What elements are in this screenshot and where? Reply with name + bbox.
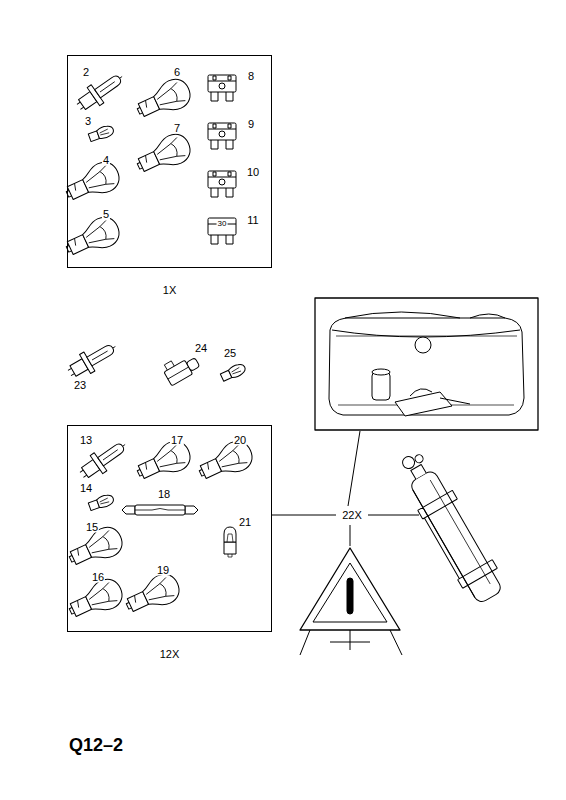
callout-number: 2 bbox=[82, 67, 90, 78]
quantity-label: 1X bbox=[162, 285, 177, 296]
halogen-bulb bbox=[64, 337, 121, 383]
blade-fuse bbox=[208, 75, 236, 101]
parts-box: 1X bbox=[67, 55, 272, 268]
wedge-bulb bbox=[88, 493, 115, 512]
warning-triangle bbox=[300, 548, 402, 655]
halogen-bulb bbox=[72, 68, 128, 116]
callout-number: 5 bbox=[102, 209, 110, 220]
small-bulb bbox=[224, 527, 236, 557]
callout-number: 4 bbox=[102, 155, 110, 166]
kit-box bbox=[315, 298, 538, 430]
callout-number: 10 bbox=[246, 167, 260, 178]
quantity-label: 22X bbox=[341, 510, 363, 521]
leader-line bbox=[368, 515, 419, 516]
callout-number: 16 bbox=[91, 572, 105, 583]
callout-number: 8 bbox=[247, 71, 255, 82]
bulb bbox=[61, 158, 124, 208]
bulb bbox=[61, 213, 124, 263]
quantity-label: 12X bbox=[159, 649, 181, 660]
fuse-rating: 30 bbox=[217, 220, 228, 228]
callout-number: 3 bbox=[84, 116, 92, 127]
callout-number: 18 bbox=[157, 489, 171, 500]
callout-number: 9 bbox=[247, 119, 255, 130]
bulb bbox=[132, 75, 195, 125]
callout-number: 14 bbox=[79, 483, 93, 494]
blade-fuse bbox=[208, 123, 236, 149]
callout-number: 24 bbox=[194, 343, 208, 354]
drawing bbox=[61, 68, 538, 655]
callout-number: 20 bbox=[233, 435, 247, 446]
callout-number: 25 bbox=[223, 348, 237, 359]
wedge-bulb bbox=[220, 362, 247, 383]
fire-extinguisher bbox=[392, 445, 509, 607]
bulb bbox=[194, 437, 257, 487]
callout-number: 7 bbox=[173, 123, 181, 134]
bulb bbox=[132, 437, 195, 487]
callout-number: 19 bbox=[156, 565, 170, 576]
callout-number: 11 bbox=[246, 215, 259, 226]
callout-number: 21 bbox=[238, 517, 252, 528]
callout-number: 15 bbox=[85, 522, 99, 533]
page-code: Q12–2 bbox=[68, 736, 124, 754]
blade-fuse bbox=[208, 218, 236, 244]
leader-line bbox=[350, 525, 351, 546]
wedge-bulb bbox=[88, 124, 115, 143]
leader-line bbox=[272, 515, 336, 516]
bulb bbox=[121, 570, 184, 620]
callout-number: 6 bbox=[173, 67, 181, 78]
bulb bbox=[132, 130, 195, 180]
callout-number: 23 bbox=[73, 380, 87, 391]
blade-fuse bbox=[208, 171, 236, 197]
leader-line bbox=[348, 431, 360, 506]
festoon-bulb bbox=[122, 505, 198, 515]
callout-number: 17 bbox=[170, 435, 184, 446]
callout-number: 13 bbox=[79, 435, 93, 446]
fuse-holder bbox=[161, 350, 201, 386]
first-aid-bag bbox=[329, 312, 524, 416]
